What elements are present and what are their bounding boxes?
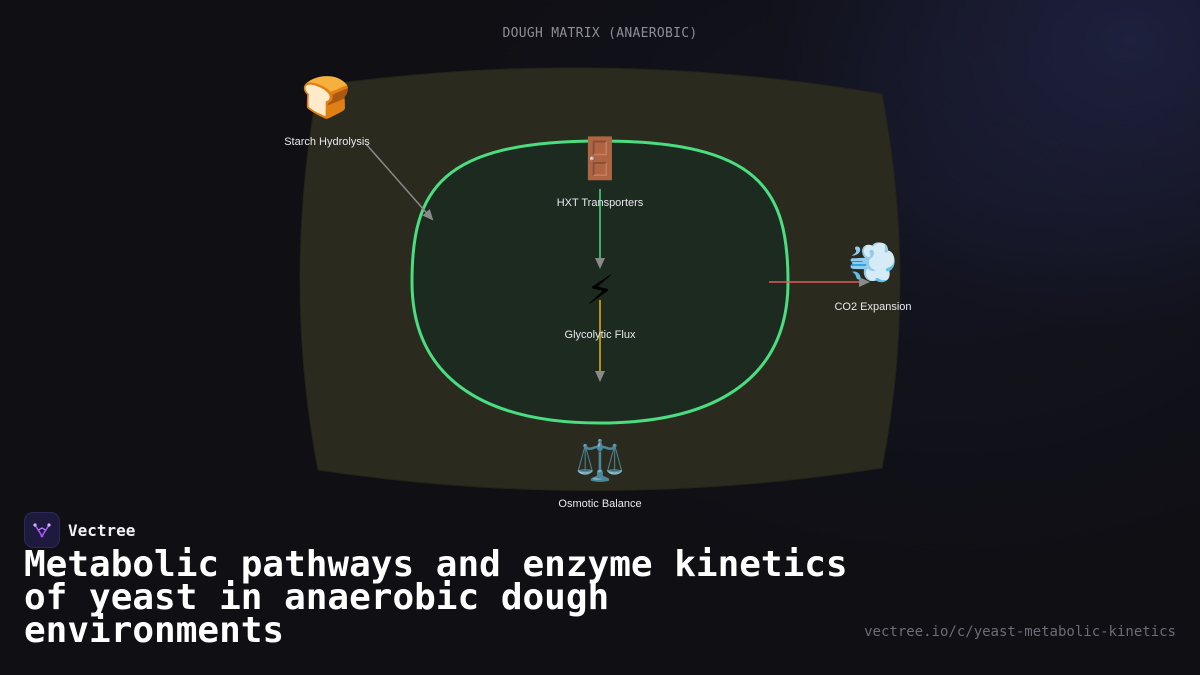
door-icon: 🚪 (575, 136, 625, 182)
matrix-title: DOUGH MATRIX (ANAEROBIC) (502, 26, 698, 41)
lightning-icon: ⚡ (585, 268, 615, 314)
vectree-logo-icon (24, 512, 60, 548)
node-label-hxt-transporters: HXT Transporters (556, 197, 644, 209)
node-label-osmotic-balance: Osmotic Balance (558, 498, 642, 510)
node-label-starch-hydrolysis: Starch Hydrolysis (284, 136, 370, 148)
scales-icon: ⚖️ (575, 438, 625, 484)
page-title: Metabolic pathways and enzyme kinetics o… (24, 544, 848, 651)
bread-icon: 🍞 (301, 75, 351, 121)
wind-icon: 💨 (848, 240, 898, 286)
page-url[interactable]: vectree.io/c/yeast-metabolic-kinetics (864, 624, 1176, 640)
node-label-co2-expansion: CO2 Expansion (834, 301, 912, 313)
arrow-starch-to-cell (365, 143, 434, 221)
yeast-cell (410, 139, 790, 425)
node-label-glycolytic-flux: Glycolytic Flux (564, 329, 636, 341)
brand: Vectree (24, 512, 135, 548)
brand-name: Vectree (68, 520, 136, 540)
